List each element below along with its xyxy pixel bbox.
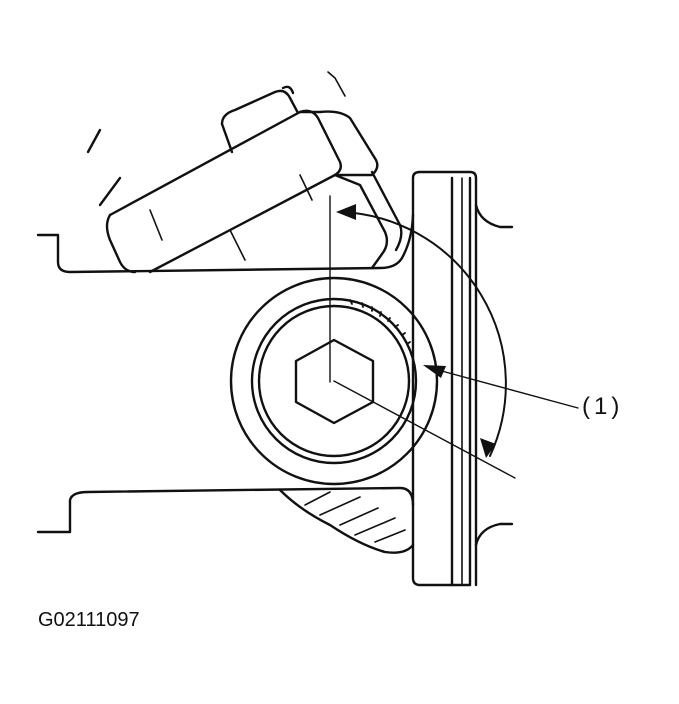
callout-label: (1): [582, 393, 624, 420]
arc-arrow-start: [336, 204, 356, 220]
lower-housing: [36, 486, 415, 534]
bolt-assembly: [229, 276, 439, 486]
outer-boss-ring: [229, 276, 439, 486]
washer-ring-outer: [250, 297, 418, 465]
angle-indicator: [329, 195, 516, 479]
ring-serration: [349, 299, 411, 345]
vertical-plate: [411, 170, 478, 587]
hex-head: [294, 338, 375, 425]
angled-arm: [86, 109, 379, 274]
upper-housing: [36, 213, 415, 274]
figure-code: G02111097: [38, 609, 140, 631]
right-notches: [474, 203, 514, 547]
washer-ring-inner: [257, 304, 411, 458]
arc-arrow-end: [480, 438, 496, 458]
casting-lump: [278, 488, 415, 554]
leader-arrowhead: [423, 365, 446, 378]
callout-leader: [423, 365, 579, 409]
arm-stud: [220, 85, 300, 154]
